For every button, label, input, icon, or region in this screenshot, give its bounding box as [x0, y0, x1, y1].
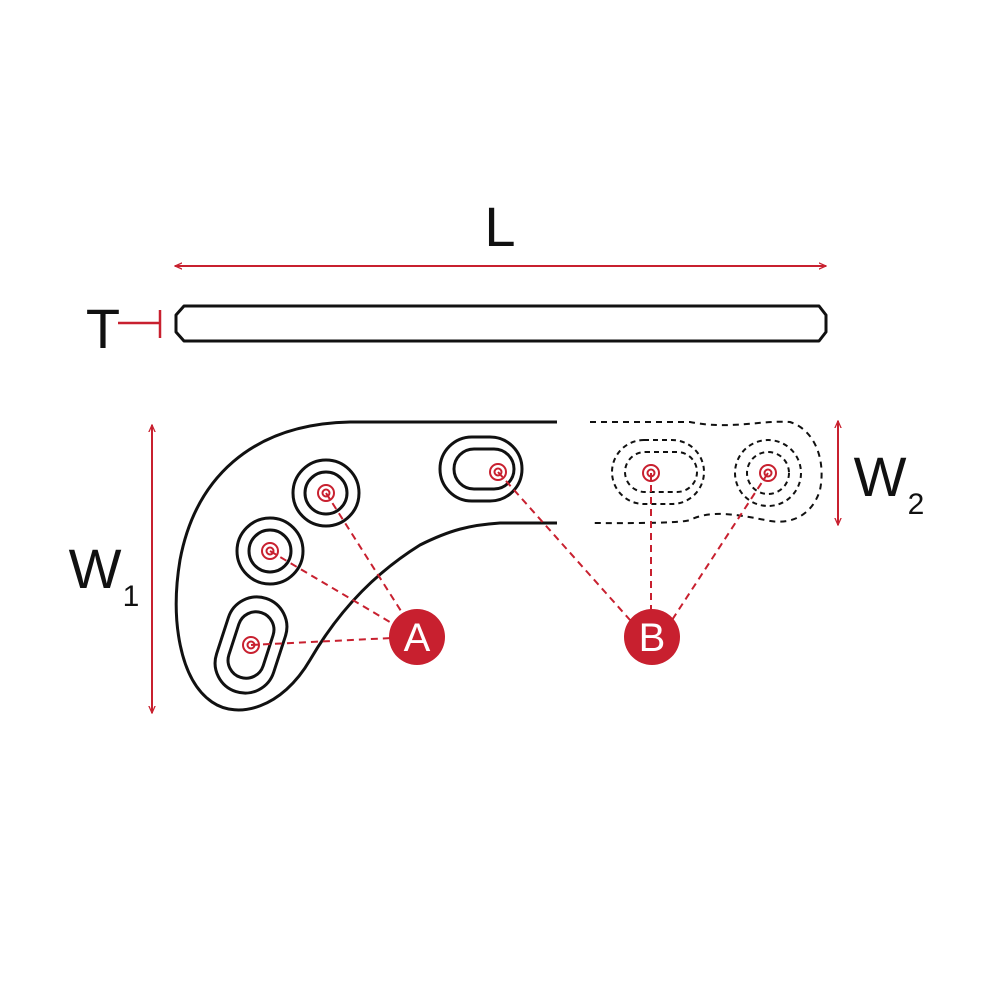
- hole-b2-slot-dashed: [611, 439, 705, 505]
- plate-side-profile: [174, 304, 828, 343]
- length-label: L: [484, 195, 515, 258]
- badge-a-label: A: [404, 616, 431, 660]
- width2-label-main: W: [854, 445, 907, 508]
- width1-label-sub: 1: [123, 580, 140, 613]
- leader-lines-a: [250, 492, 409, 646]
- badge-b: B: [624, 609, 680, 665]
- plate-top-outline: [174, 420, 557, 712]
- thickness-indicator: [118, 310, 162, 338]
- hole-a3-slot: [213, 595, 289, 695]
- hole-a1: [291, 458, 361, 528]
- width2-label: W 2: [854, 445, 925, 521]
- width1-label-main: W: [69, 537, 122, 600]
- badge-a: A: [389, 609, 445, 665]
- thickness-label: T: [86, 297, 120, 360]
- badge-b-label: B: [639, 616, 666, 660]
- hole-b3-dashed: [734, 439, 802, 507]
- width2-label-sub: 2: [908, 488, 925, 521]
- hole-a2: [235, 516, 305, 586]
- hole-b1-slot: [438, 435, 524, 503]
- plate-continuation-dashed: [589, 420, 823, 525]
- width1-label: W 1: [69, 537, 140, 613]
- leader-lines-b: [497, 471, 769, 621]
